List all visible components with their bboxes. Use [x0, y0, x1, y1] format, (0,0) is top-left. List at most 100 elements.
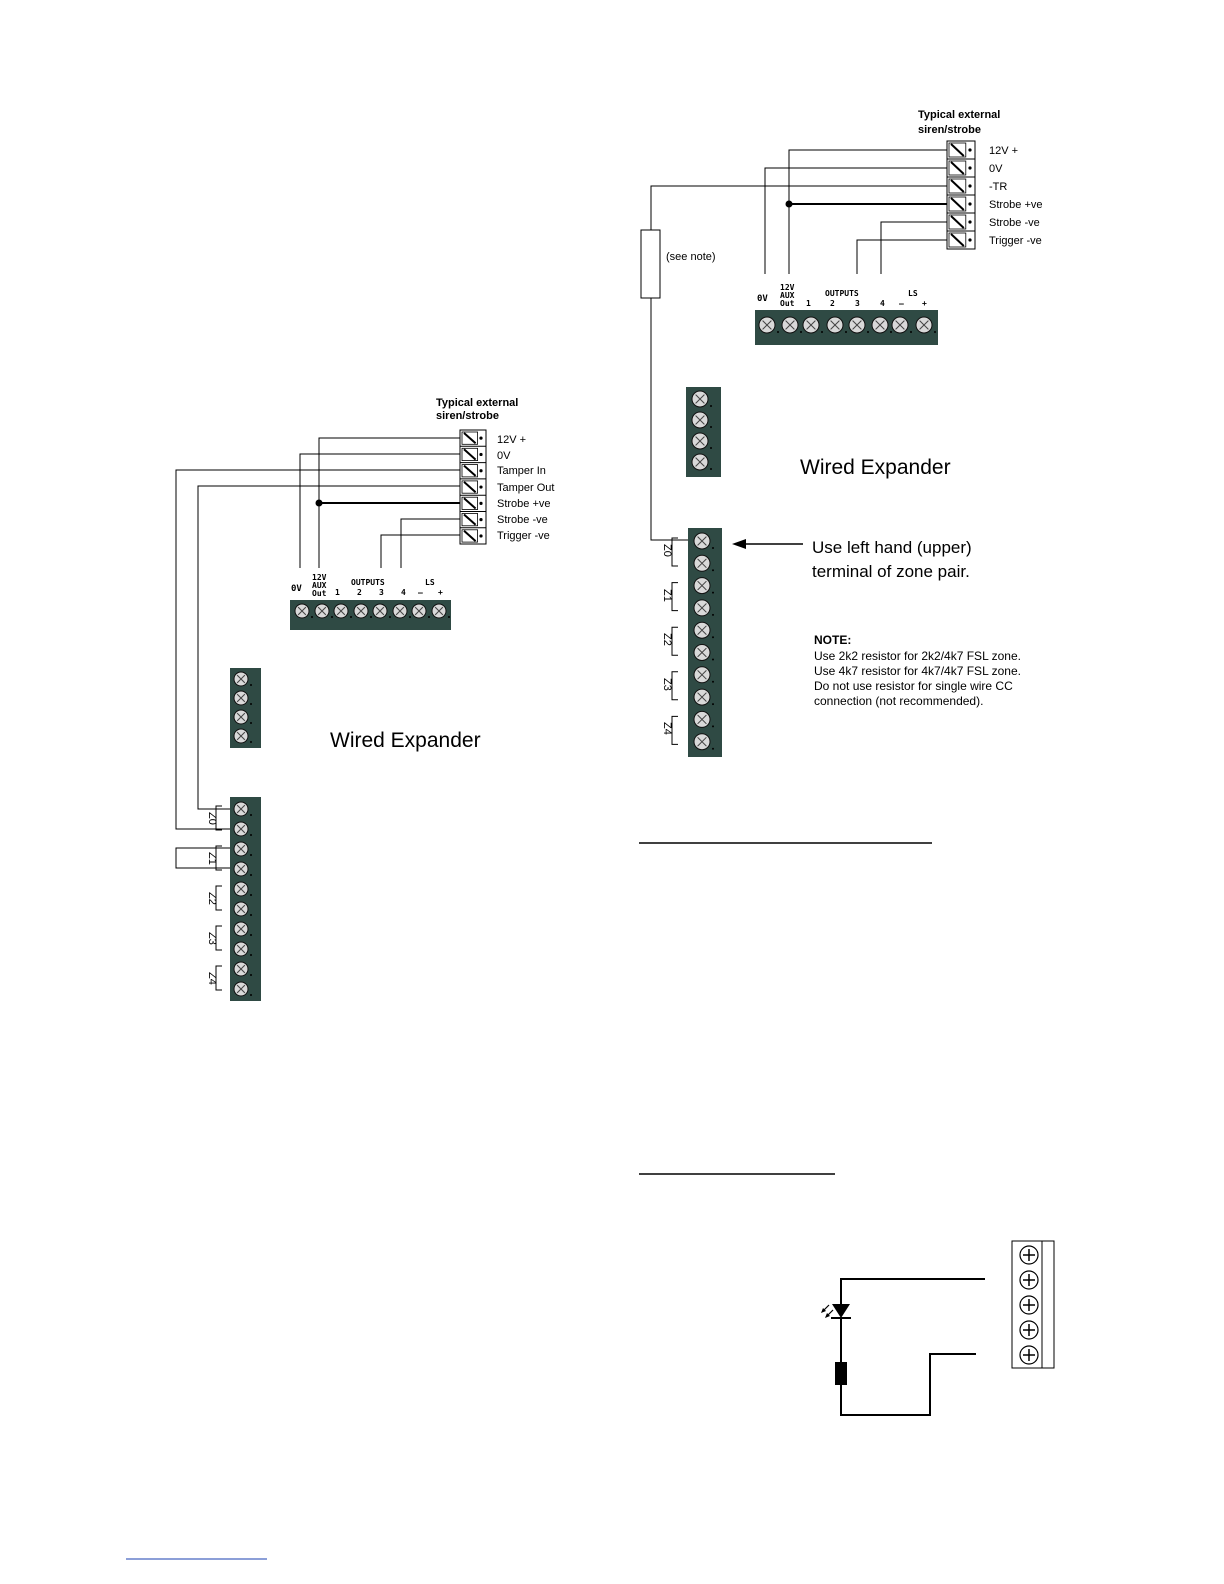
output-number: 4: [880, 299, 885, 308]
left-wiring-diagram: Typical external siren/strobe 12V + 0V T…: [175, 397, 554, 1001]
screw-terminal: [693, 710, 714, 728]
led-wires: [840, 1278, 985, 1416]
ls-label: LS: [908, 289, 918, 298]
screw-terminal: [233, 901, 252, 917]
siren-terminal-labels: 12V + 0V Tamper In Tamper Out Strobe +ve…: [497, 434, 554, 542]
siren-terminal-cell: [460, 462, 486, 478]
zone-label: Z1: [206, 852, 218, 865]
outputs-label: OUTPUTS: [351, 578, 385, 587]
expander-power-block: [230, 668, 261, 748]
output-number: 4: [401, 588, 406, 597]
screw-terminal: [353, 603, 372, 619]
siren-terminal-label: Trigger -ve: [989, 235, 1042, 247]
screw-terminal: [233, 981, 252, 997]
screw-terminal: [871, 316, 892, 334]
aux-out-label: Out: [780, 299, 795, 308]
siren-title-line1: Typical external: [918, 109, 1000, 121]
aux-label: AUX: [312, 581, 327, 590]
screw-terminal: [693, 554, 714, 572]
siren-terminal-label: 0V: [989, 163, 1003, 175]
siren-terminal-label: Trigger -ve: [497, 530, 550, 542]
siren-terminal-label: Tamper In: [497, 465, 546, 477]
zone-pair-bracket: [671, 715, 678, 745]
zone-pair-bracket: [215, 885, 222, 911]
screw-terminal: [826, 316, 847, 334]
output-number: 2: [357, 588, 362, 597]
screw-terminal: [1019, 1320, 1039, 1340]
screw-terminal: [233, 801, 252, 817]
siren-terminal-block: [459, 429, 487, 545]
screw-terminal: [693, 532, 714, 550]
siren-terminal-label: Strobe -ve: [497, 514, 548, 526]
zone-label: Z3: [661, 678, 673, 691]
siren-terminal-label: 12V +: [497, 434, 526, 446]
zone-terminal-block: [230, 797, 261, 1001]
screw-terminal: [314, 603, 333, 619]
screw-terminal: [233, 690, 252, 706]
screw-terminal: [1019, 1270, 1039, 1290]
zone-label: Z4: [206, 972, 218, 985]
zone-labels: Z0 Z1 Z2 Z3 Z4: [661, 544, 673, 735]
siren-terminal-label: Strobe +ve: [497, 498, 551, 510]
note-title: NOTE:: [814, 633, 851, 647]
zone-pair-bracket: [215, 845, 222, 871]
zone-brackets: [215, 805, 222, 991]
screw-terminal: [233, 941, 252, 957]
output-number: 1: [335, 588, 340, 597]
screw-terminal: [372, 603, 391, 619]
zone-brackets: [671, 537, 678, 745]
siren-terminal-cell: [460, 527, 486, 543]
siren-terminal-cell: [460, 478, 486, 494]
screw-terminal: [693, 733, 714, 751]
screw-terminal: [693, 666, 714, 684]
siren-terminal-cell: [948, 142, 972, 158]
zone-pair-bracket: [215, 925, 222, 951]
junction-dot: [315, 499, 323, 507]
siren-terminal-cell: [460, 494, 486, 510]
note-line: Use 2k2 resistor for 2k2/4k7 FSL zone.: [814, 649, 1021, 663]
zone-label: Z3: [206, 932, 218, 945]
screw-terminal: [233, 709, 252, 725]
wired-expander-title: Wired Expander: [330, 729, 481, 752]
zone-pair-bracket: [215, 805, 222, 831]
led-wiring-diagram: [821, 1240, 1055, 1416]
screw-terminal: [1019, 1295, 1039, 1315]
zone-label: Z2: [206, 892, 218, 905]
siren-terminal-block: [946, 140, 976, 250]
wired-expander-title: Wired Expander: [800, 456, 951, 479]
screw-terminal: [233, 841, 252, 857]
siren-terminal-label: Strobe -ve: [989, 217, 1040, 229]
zone-label: Z0: [661, 544, 673, 557]
zone-pair-bracket: [671, 671, 678, 701]
zero-volt-label: 0V: [291, 584, 302, 594]
zone-label: Z4: [661, 722, 673, 735]
led-terminal-block: [1011, 1240, 1055, 1369]
screw-terminal: [691, 432, 712, 450]
siren-terminal-cell: [947, 176, 975, 194]
screw-terminal: [848, 316, 869, 334]
zero-volt-label: 0V: [757, 294, 768, 304]
screw-terminal: [693, 688, 714, 706]
siren-terminal-label: 12V +: [989, 145, 1018, 157]
screw-terminal: [294, 603, 313, 619]
screw-terminal: [233, 821, 252, 837]
output-number: 2: [830, 299, 835, 308]
outputs-label: OUTPUTS: [825, 289, 859, 298]
callout-text-line1: Use left hand (upper): [812, 538, 972, 557]
control-board-labels: 0V 12V AUX Out OUTPUTS LS 1 2 3 4 – +: [757, 283, 927, 308]
zone-label: Z1: [661, 589, 673, 602]
screw-terminal: [802, 316, 823, 334]
ls-minus: –: [418, 588, 423, 597]
screw-terminal: [233, 881, 252, 897]
resistor-note-block: NOTE: Use 2k2 resistor for 2k2/4k7 FSL z…: [814, 633, 1021, 708]
zone-pair-bracket: [671, 626, 678, 656]
ls-label: LS: [425, 578, 435, 587]
control-board-labels: 0V 12V AUX Out OUTPUTS LS 1 2 3 4 – +: [291, 573, 443, 598]
ls-minus: –: [899, 299, 904, 308]
screw-terminal: [915, 316, 936, 334]
expander-power-block: [686, 387, 721, 477]
zone-pair-bracket: [671, 582, 678, 612]
zone-pair-bracket: [215, 965, 222, 991]
siren-title-line2: siren/strobe: [918, 124, 981, 136]
